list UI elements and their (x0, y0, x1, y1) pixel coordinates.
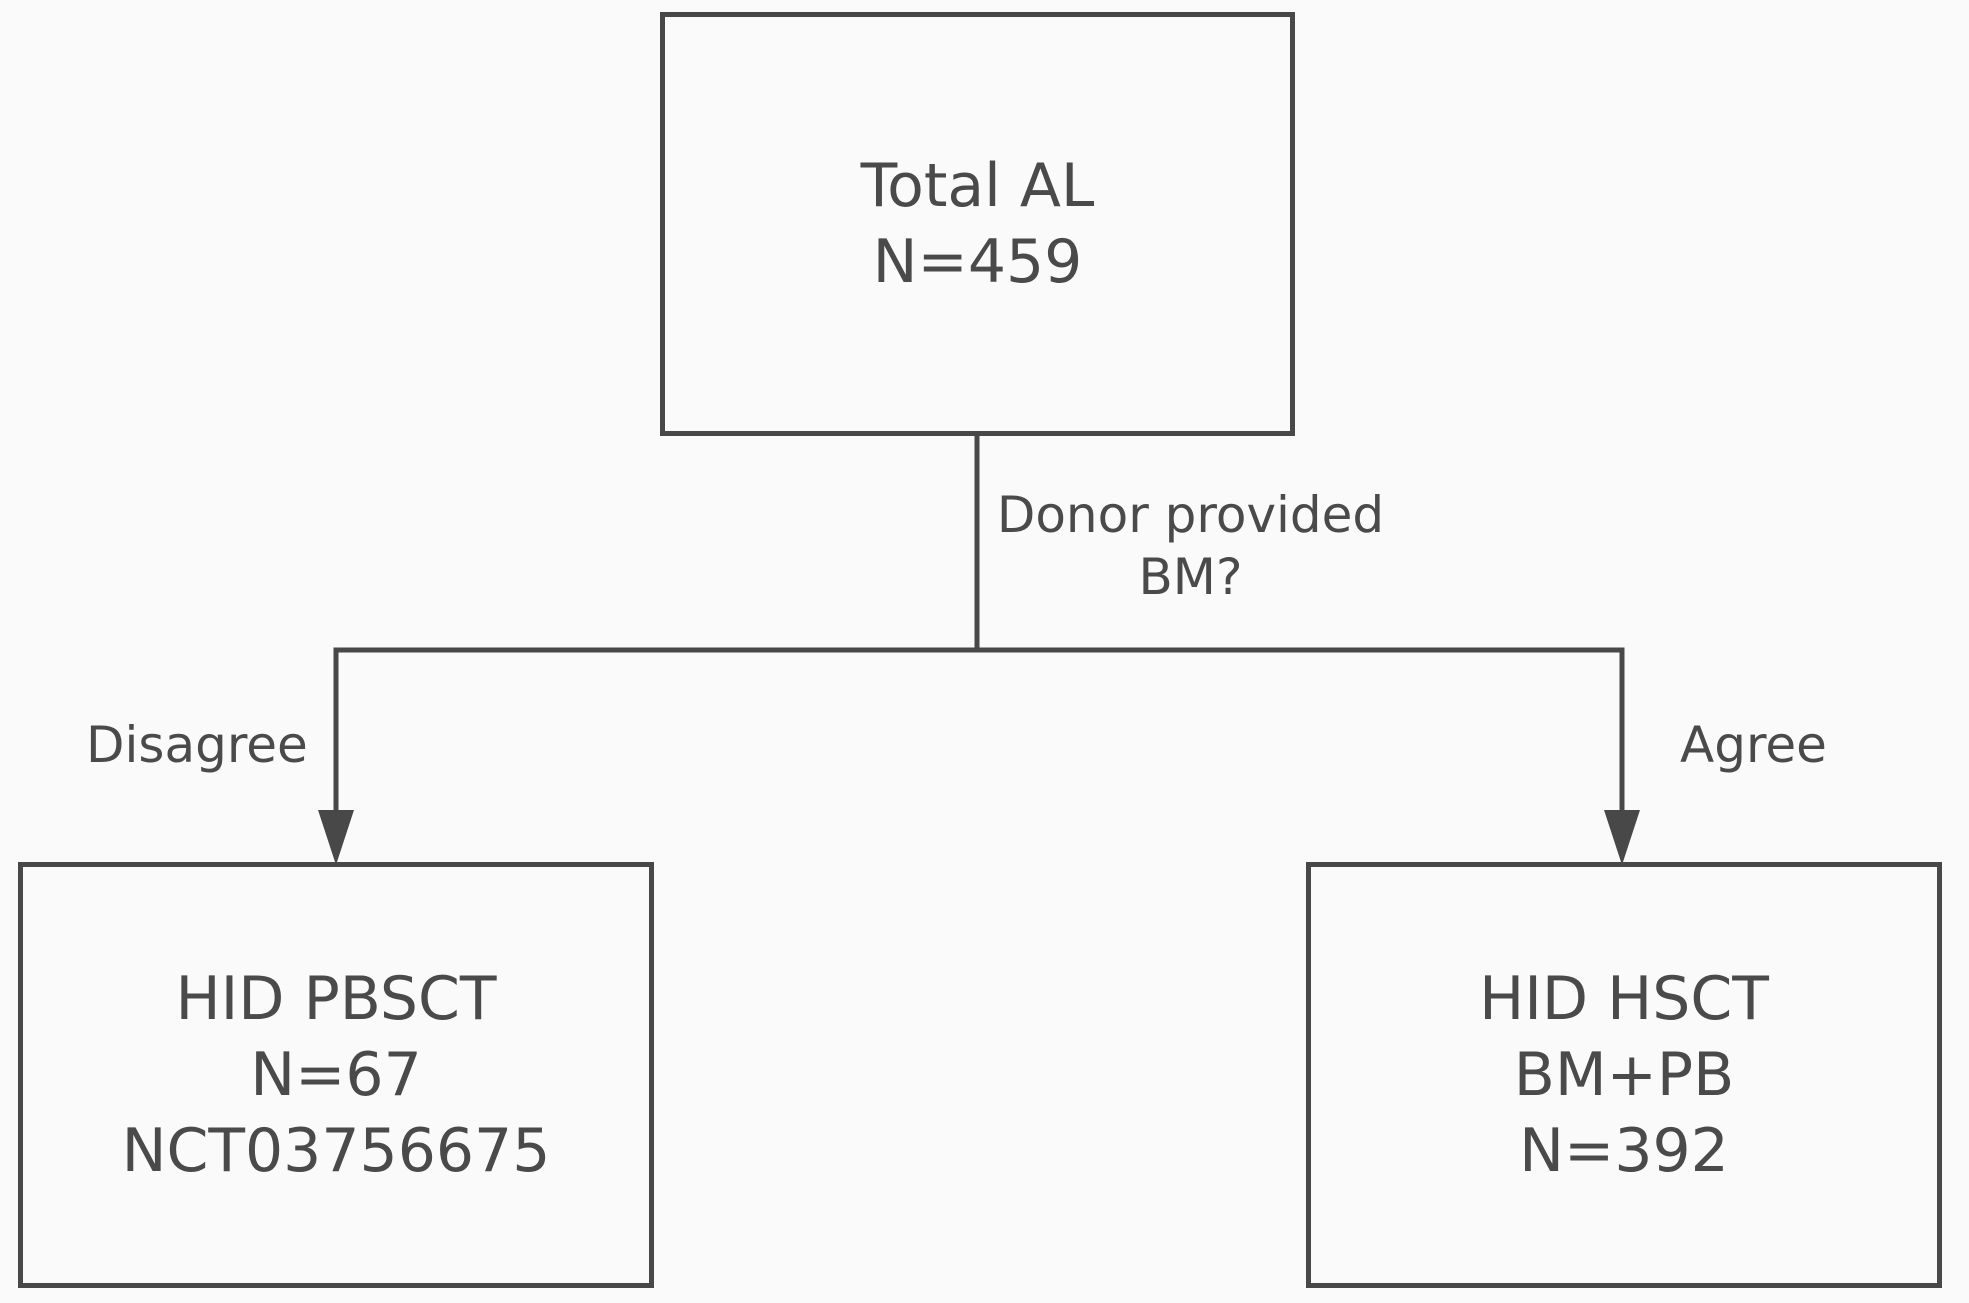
question-line-2: BM? (1138, 548, 1243, 606)
pbsct-trial-id: NCT03756675 (121, 1116, 551, 1186)
branch-label-disagree: Disagree (86, 716, 308, 774)
root-title: Total AL (860, 151, 1095, 221)
decision-question-label: Donor provided BM? (988, 484, 1393, 608)
node-hid-hsct: HID HSCT BM+PB N=392 (1306, 862, 1942, 1288)
pbsct-title: HID PBSCT (175, 964, 497, 1034)
question-line-1: Donor provided (996, 486, 1385, 544)
root-count: N=459 (872, 227, 1083, 297)
hsct-count: N=392 (1519, 1116, 1729, 1186)
hsct-source: BM+PB (1513, 1040, 1735, 1110)
branch-label-agree: Agree (1680, 716, 1827, 774)
node-hid-pbsct: HID PBSCT N=67 NCT03756675 (18, 862, 654, 1288)
pbsct-count: N=67 (250, 1040, 422, 1110)
root-node-total-al: Total AL N=459 (660, 12, 1295, 436)
right-arrowhead-icon (1604, 810, 1640, 865)
left-arrowhead-icon (318, 810, 354, 865)
hsct-title: HID HSCT (1479, 964, 1769, 1034)
